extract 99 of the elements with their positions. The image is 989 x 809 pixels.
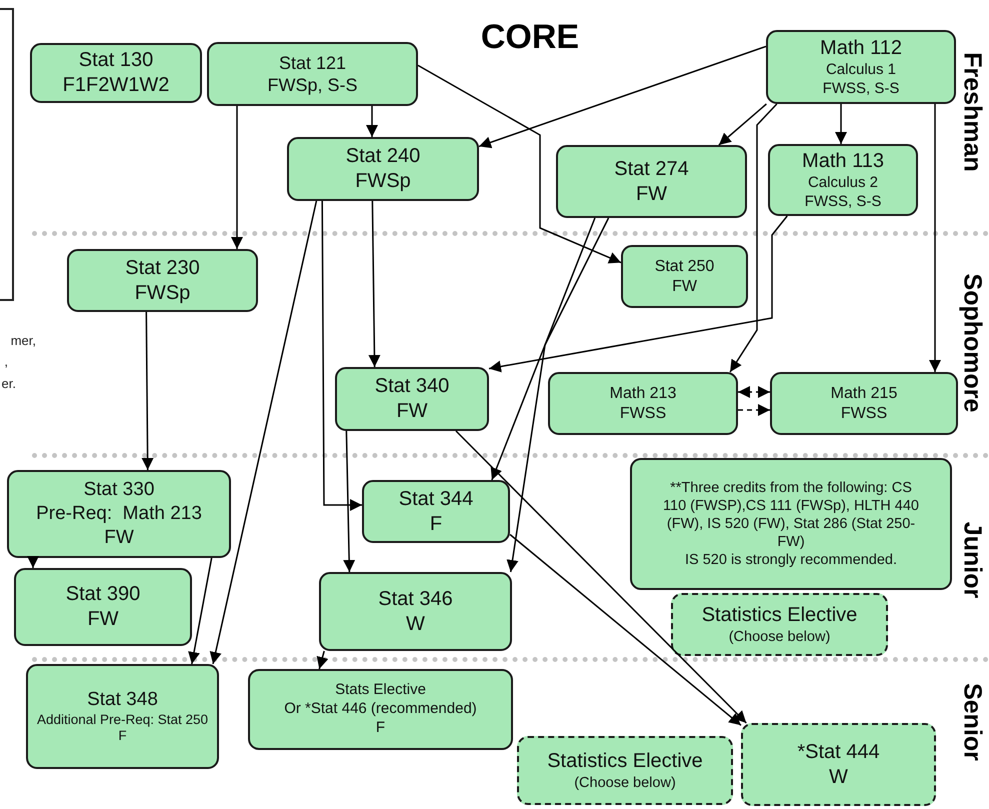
box-text: F bbox=[430, 512, 442, 536]
box-title: Stat 340 bbox=[374, 374, 450, 399]
box-text: FW bbox=[672, 276, 697, 296]
box-text: FWSS bbox=[620, 404, 666, 424]
arrow bbox=[210, 200, 318, 664]
course-box bbox=[335, 367, 489, 431]
arrow bbox=[418, 64, 622, 264]
arrow bbox=[488, 216, 788, 372]
box-text: FW bbox=[636, 182, 668, 206]
course-box bbox=[30, 43, 202, 103]
box-title: *Stat 444 bbox=[797, 740, 880, 764]
note-box bbox=[630, 458, 952, 590]
box-text: FW bbox=[87, 607, 119, 632]
box-title: Math 215 bbox=[830, 384, 898, 404]
box-title: Statistics Elective bbox=[547, 748, 703, 774]
year-label: Senior bbox=[958, 683, 986, 761]
box-text: W bbox=[406, 612, 425, 636]
course-box bbox=[770, 372, 958, 435]
arrow bbox=[231, 106, 243, 249]
box-title: Math 112 bbox=[820, 36, 902, 61]
year-label: Freshman bbox=[958, 52, 986, 172]
box-text: FWSp, S-S bbox=[267, 74, 358, 96]
box-title: Stat 250 bbox=[654, 256, 714, 276]
box-title: Stat 330 bbox=[84, 478, 154, 502]
box-title: Math 113 bbox=[802, 148, 884, 174]
box-text: Calculus 1 bbox=[826, 60, 896, 80]
box-title: Stat 274 bbox=[614, 156, 689, 182]
box-title: Stat 390 bbox=[66, 582, 140, 607]
course-box bbox=[362, 480, 510, 543]
box-text: F bbox=[376, 718, 386, 738]
course-box bbox=[766, 30, 956, 104]
arrow bbox=[142, 312, 154, 470]
arrow bbox=[316, 650, 328, 670]
elective-box bbox=[517, 736, 733, 805]
diagram-title: CORE bbox=[480, 18, 580, 57]
course-box bbox=[621, 245, 748, 308]
box-title: Statistics Elective bbox=[702, 602, 858, 628]
box-text: W bbox=[829, 764, 848, 790]
box-text: F bbox=[118, 728, 127, 746]
box-text: FWSp bbox=[355, 169, 411, 194]
arrow bbox=[738, 404, 770, 416]
box-title: Stat 346 bbox=[378, 586, 453, 612]
note-text: , bbox=[4, 354, 8, 369]
elective-box bbox=[671, 593, 888, 656]
arrow bbox=[729, 103, 778, 372]
course-box bbox=[556, 145, 747, 218]
elective-box bbox=[741, 723, 936, 806]
course-box bbox=[14, 568, 192, 646]
course-box bbox=[207, 42, 418, 106]
box-text: Calculus 2 bbox=[808, 174, 878, 192]
box-text: (Choose below) bbox=[728, 628, 830, 646]
year-label: Junior bbox=[958, 522, 986, 598]
arrow bbox=[368, 200, 380, 368]
box-title: Stat 130 bbox=[78, 48, 154, 73]
box-text: (Choose below) bbox=[574, 774, 676, 792]
arrow bbox=[478, 46, 766, 148]
box-title: Stats Elective bbox=[335, 681, 426, 700]
arrow bbox=[455, 430, 747, 724]
course-box bbox=[319, 572, 512, 651]
arrow bbox=[366, 106, 378, 137]
box-title: Stat 230 bbox=[125, 256, 200, 280]
course-box bbox=[768, 144, 918, 216]
course-box bbox=[287, 137, 479, 201]
course-box bbox=[67, 249, 258, 312]
box-title: Math 213 bbox=[610, 384, 676, 404]
box-text: FW bbox=[104, 526, 134, 550]
arrow bbox=[835, 104, 847, 144]
note-text: er. bbox=[2, 376, 16, 391]
box-text: FWSS, S-S bbox=[804, 192, 882, 212]
box-text: FWSS, S-S bbox=[822, 80, 900, 98]
course-box bbox=[26, 664, 219, 769]
course-box bbox=[248, 669, 513, 750]
arrow bbox=[343, 430, 356, 572]
arrow bbox=[490, 218, 596, 480]
arrow bbox=[27, 556, 39, 568]
box-title: Stat 240 bbox=[346, 144, 420, 169]
box-title: Stat 348 bbox=[87, 688, 158, 712]
box-text: FW bbox=[396, 399, 428, 424]
course-box bbox=[548, 372, 738, 435]
box-title: Stat 344 bbox=[398, 486, 474, 512]
box-title: **Three credits from the following: CS 110 (FWSP),CS 111 (FWSp), HLTH 440 (FW), IS 520 (FW), Stat 286 (Stat 250-FW) bbox=[662, 478, 920, 552]
box-text: Pre-Req: Math 213 bbox=[36, 502, 202, 526]
arrow bbox=[718, 103, 767, 146]
arrow bbox=[321, 201, 362, 511]
box-text: Or *Stat 446 (recommended) bbox=[284, 700, 477, 719]
box-text: F1F2W1W2 bbox=[62, 73, 170, 98]
box-text: FWSS bbox=[840, 404, 888, 424]
arrow bbox=[929, 104, 941, 372]
arrow bbox=[510, 534, 742, 726]
course-box bbox=[7, 470, 231, 558]
box-title: Stat 121 bbox=[278, 52, 346, 74]
box-text: IS 520 is strongly recommended. bbox=[685, 551, 897, 570]
box-text: Additional Pre-Req: Stat 250 bbox=[36, 712, 208, 728]
note-text: mer, bbox=[10, 333, 36, 348]
arrow bbox=[188, 558, 212, 664]
box-text: FWSp bbox=[134, 280, 190, 306]
year-label: Sophomore bbox=[958, 274, 986, 412]
arrow bbox=[738, 386, 770, 398]
arrow bbox=[506, 218, 610, 572]
